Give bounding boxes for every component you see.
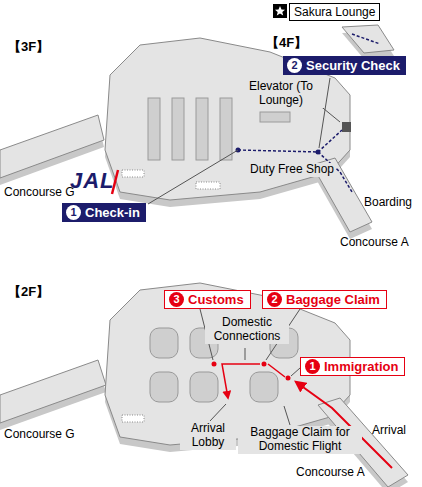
leader-line — [291, 368, 300, 376]
box-label: Customs — [188, 292, 244, 307]
arrival-route — [222, 364, 285, 398]
floor-label: 【3F】 — [8, 40, 49, 55]
lounge-box: Sakura Lounge — [289, 3, 380, 21]
callout-number: 2 — [287, 58, 302, 73]
counter — [260, 112, 290, 122]
leader-line — [245, 348, 246, 360]
box-label: Security Check — [306, 58, 400, 73]
route-line — [238, 130, 352, 192]
escalator — [122, 415, 144, 422]
place-label: Arrival Lobby — [180, 422, 236, 450]
carousel — [250, 372, 278, 402]
place-label: Arrival — [372, 424, 406, 438]
counter — [196, 98, 208, 160]
carousel — [150, 372, 178, 402]
floor-label: 【4F】 — [266, 36, 307, 51]
place-label: Boarding — [364, 196, 412, 210]
concourse-label: Concourse G — [4, 428, 75, 442]
step-box: 2 Security Check — [283, 56, 406, 75]
location-dot — [286, 376, 291, 381]
leader-line — [284, 406, 290, 425]
box-label: Baggage Claim — [286, 292, 380, 307]
place-label: Elevator (To Lounge) — [238, 80, 324, 108]
step-box: 3 Customs — [164, 290, 251, 309]
place-label: Baggage Claim for Domestic Flight — [238, 426, 362, 454]
carousel — [190, 372, 218, 402]
box-label: Check-in — [85, 205, 140, 220]
concourse-label: Concourse A — [296, 466, 365, 480]
place-label: Domestic Connections — [205, 316, 289, 344]
lounge-star — [275, 6, 285, 16]
place-label: Duty Free Shop — [248, 163, 336, 177]
step-box: 1 Immigration — [300, 357, 405, 376]
step-box: 1 Check-in — [62, 203, 146, 222]
concourse-g — [0, 360, 106, 423]
callout-number: 1 — [66, 205, 81, 220]
counter — [148, 98, 160, 160]
counter — [220, 98, 232, 160]
leader-line — [210, 404, 226, 421]
route-line — [352, 34, 380, 44]
escalator — [196, 182, 220, 189]
lounge-floor — [342, 25, 394, 53]
escalator — [122, 170, 144, 177]
elevator-icon — [342, 122, 351, 132]
location-dot — [212, 362, 217, 367]
carousel — [150, 328, 178, 358]
callout-number: 2 — [267, 292, 282, 307]
concourse-label: Concourse A — [340, 236, 409, 250]
floor-label: 【2F】 — [8, 285, 49, 300]
concourse-label: Concourse G — [4, 186, 75, 200]
box-label: Immigration — [324, 359, 398, 374]
box-label: Sakura Lounge — [294, 5, 375, 19]
step-box: 2 Baggage Claim — [262, 290, 387, 309]
lounge-icon — [273, 4, 287, 18]
counter — [172, 98, 184, 160]
callout-number: 3 — [169, 292, 184, 307]
airline-logo: JAL — [70, 168, 115, 193]
leader-line — [148, 150, 238, 204]
location-dot — [262, 362, 267, 367]
callout-number: 1 — [305, 359, 320, 374]
location-dot — [316, 150, 321, 155]
